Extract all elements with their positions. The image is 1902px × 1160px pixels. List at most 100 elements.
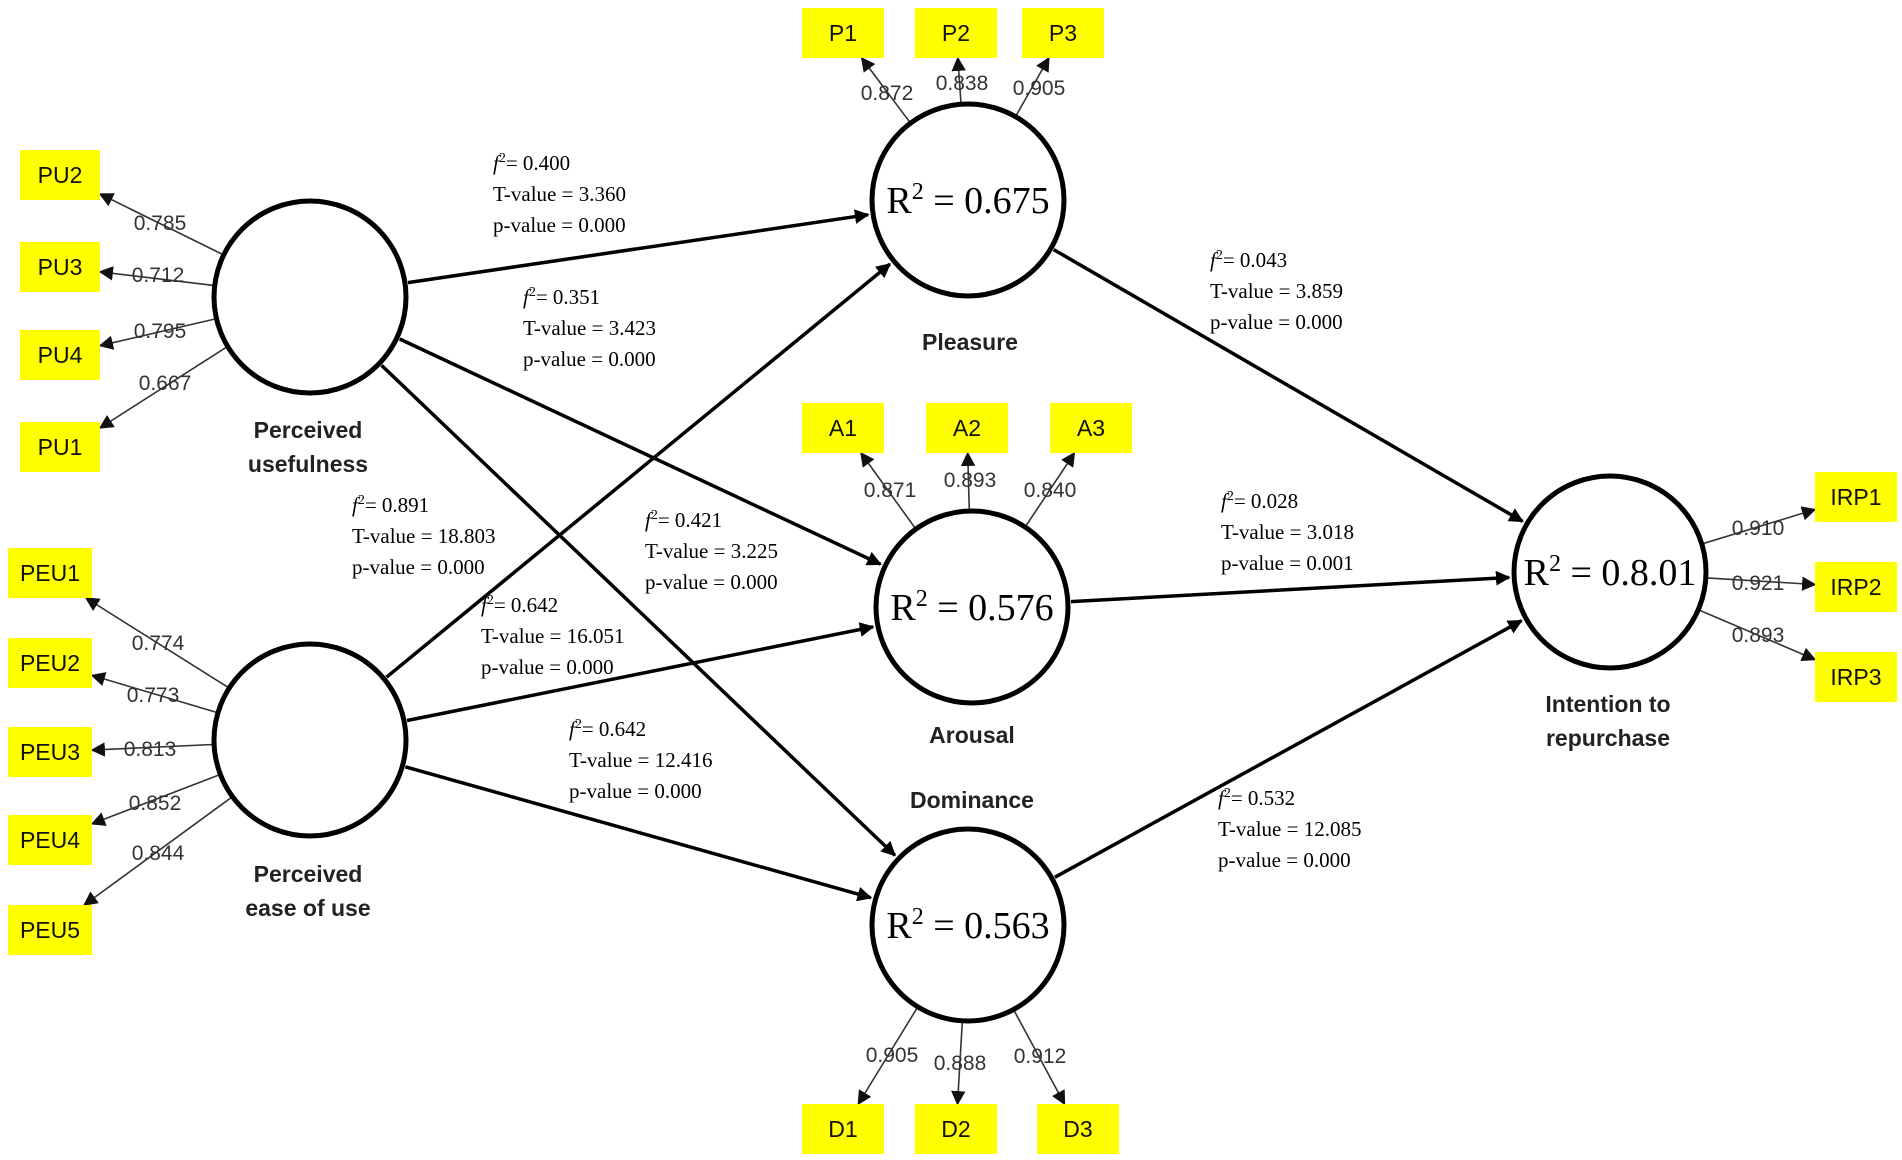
indicator-peu5: PEU5 — [8, 905, 92, 955]
loading-value-d1: 0.905 — [866, 1044, 919, 1067]
p-value: p-value = 0.000 — [569, 779, 702, 803]
indicator-box — [8, 638, 92, 688]
loading-arrow-pu2 — [98, 193, 224, 256]
loading-arrow-peu5 — [83, 796, 233, 906]
indicator-box — [926, 403, 1008, 453]
loading-arrow-irp3 — [1698, 609, 1817, 662]
f2-value: f2= 0.351 — [523, 285, 600, 309]
indicator-label: P2 — [942, 20, 970, 46]
indicator-irp2: IRP2 — [1815, 562, 1897, 612]
indicator-irp3: IRP3 — [1815, 652, 1897, 702]
latent-label: ease of use — [245, 895, 370, 921]
indicator-box — [20, 330, 100, 380]
indicator-p2: P2 — [915, 8, 997, 58]
loading-arrow-d1 — [857, 1007, 918, 1106]
indicator-label: PU1 — [38, 434, 83, 460]
latent-circle — [1511, 473, 1709, 671]
indicator-a2: A2 — [926, 403, 1008, 453]
loading-value-d2: 0.888 — [934, 1052, 987, 1075]
indicator-label: P3 — [1049, 20, 1077, 46]
r-squared-value: R2 = 0.8.01 — [1524, 551, 1697, 594]
f2-value: f2= 0.421 — [645, 508, 722, 532]
loading-value-irp3: 0.893 — [1732, 624, 1785, 647]
latent-circle — [211, 641, 409, 839]
t-value: T-value = 12.085 — [1218, 817, 1361, 841]
indicator-label: IRP3 — [1830, 664, 1881, 690]
loading-value-d3: 0.912 — [1014, 1045, 1067, 1068]
loading-value-a2: 0.893 — [944, 469, 997, 492]
latent-label: Perceived — [254, 417, 363, 443]
p-value: p-value = 0.000 — [493, 213, 626, 237]
indicator-label: PU4 — [38, 342, 83, 368]
loading-value-p2: 0.838 — [936, 72, 989, 95]
p-value: p-value = 0.000 — [1218, 848, 1351, 872]
path-arrow-pu-to-dm — [380, 364, 897, 857]
loading-value-peu5: 0.844 — [132, 842, 185, 865]
indicator-a1: A1 — [802, 403, 884, 453]
indicator-box — [1022, 8, 1104, 58]
p-value: p-value = 0.000 — [1210, 310, 1343, 334]
indicator-box — [802, 8, 884, 58]
path-arrow-pl-to-ir — [1052, 248, 1524, 523]
loading-value-irp1: 0.910 — [1732, 517, 1785, 540]
t-value: T-value = 12.416 — [569, 748, 712, 772]
indicator-label: PEU4 — [20, 827, 80, 853]
loading-value-peu2: 0.773 — [127, 684, 180, 707]
latent-circle — [869, 826, 1067, 1024]
indicator-peu1: PEU1 — [8, 548, 92, 598]
r-squared-value: R2 = 0.563 — [886, 904, 1049, 947]
latent-label: Arousal — [929, 722, 1015, 748]
indicator-box — [915, 8, 997, 58]
indicator-box — [802, 403, 884, 453]
indicator-p1: P1 — [802, 8, 884, 58]
t-value: T-value = 3.225 — [645, 539, 778, 563]
indicator-box — [802, 1104, 884, 1154]
indicator-label: PEU1 — [20, 560, 80, 586]
latent-circle — [211, 198, 409, 396]
indicator-label: D2 — [941, 1116, 970, 1142]
indicator-label: IRP2 — [1830, 574, 1881, 600]
loading-arrow-d3 — [1013, 1010, 1066, 1106]
indicator-pu3: PU3 — [20, 242, 100, 292]
loading-arrow-peu4 — [90, 774, 220, 826]
loading-value-pu3: 0.712 — [132, 264, 185, 287]
measurement-paths: 0.7850.7120.7950.6670.7740.7730.8130.852… — [83, 56, 1817, 1106]
indicator-box — [1037, 1104, 1119, 1154]
f2-value: f2= 0.043 — [1210, 248, 1287, 272]
latent-label: Intention to — [1545, 691, 1670, 717]
indicator-label: P1 — [829, 20, 857, 46]
loading-value-peu1: 0.774 — [132, 632, 185, 655]
indicator-box — [1815, 562, 1897, 612]
indicator-box — [915, 1104, 997, 1154]
t-value: T-value = 3.423 — [523, 316, 656, 340]
indicator-box — [1815, 472, 1897, 522]
path-arrow-peu-to-dm — [404, 765, 873, 902]
loading-value-peu3: 0.813 — [124, 738, 177, 761]
indicator-label: A2 — [953, 415, 981, 441]
latent-circle — [873, 508, 1071, 706]
indicator-peu4: PEU4 — [8, 815, 92, 865]
loading-value-irp2: 0.921 — [1732, 572, 1785, 595]
loading-arrow-peu3 — [90, 742, 214, 757]
loading-value-a1: 0.871 — [864, 479, 917, 502]
indicator-d2: D2 — [915, 1104, 997, 1154]
t-value: T-value = 16.051 — [481, 624, 624, 648]
path-arrow-pu-to-ar — [398, 337, 882, 566]
loading-value-pu2: 0.785 — [134, 212, 187, 235]
indicator-label: D1 — [828, 1116, 857, 1142]
indicator-box — [20, 150, 100, 200]
loading-arrow-p1 — [860, 56, 911, 123]
indicator-label: A3 — [1077, 415, 1105, 441]
r-squared-value: R2 = 0.675 — [886, 179, 1049, 222]
indicator-pu2: PU2 — [20, 150, 100, 200]
indicator-peu3: PEU3 — [8, 727, 92, 777]
path-arrow-peu-to-pl — [385, 262, 892, 679]
